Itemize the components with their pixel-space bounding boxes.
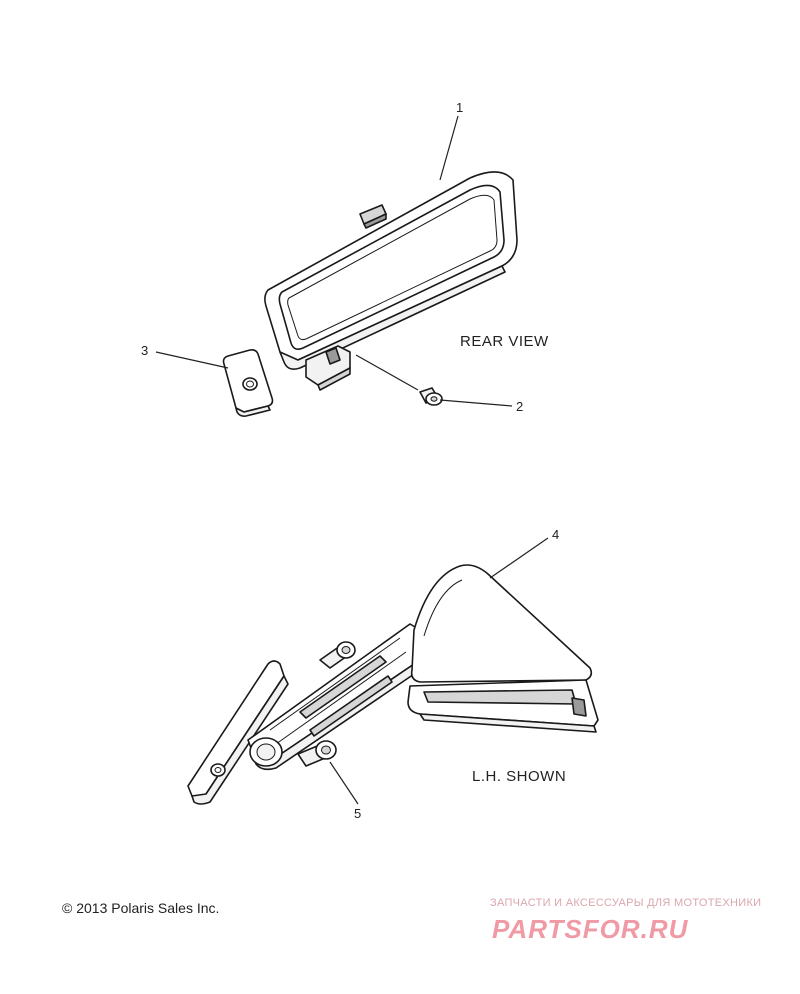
callout-3: 3: [141, 343, 148, 358]
copyright-notice: © 2013 Polaris Sales Inc.: [62, 900, 219, 916]
callout-4: 4: [552, 527, 559, 542]
callout-5: 5: [354, 806, 361, 821]
flat-head-screw: [419, 387, 443, 406]
side-mirror-assembly: [187, 564, 599, 805]
callout-1: 1: [456, 100, 463, 115]
callout-2: 2: [516, 399, 523, 414]
caption-rear-view: REAR VIEW: [460, 333, 549, 350]
watermark-logo: PARTSFOR.RU: [492, 914, 689, 944]
rear-view-mirror: [264, 171, 518, 391]
watermark-tagline: ЗАПЧАСТИ И АКСЕССУАРЫ ДЛЯ МОТОТЕХНИКИ: [490, 897, 761, 909]
mirror-mount-plate: [222, 349, 274, 417]
watermark: ЗАПЧАСТИ И АКСЕССУАРЫ ДЛЯ МОТОТЕХНИКИ PA…: [490, 897, 761, 944]
leader-lines: [155, 115, 549, 805]
caption-lh-shown: L.H. SHOWN: [472, 768, 566, 785]
socket-bolts: [297, 641, 356, 767]
